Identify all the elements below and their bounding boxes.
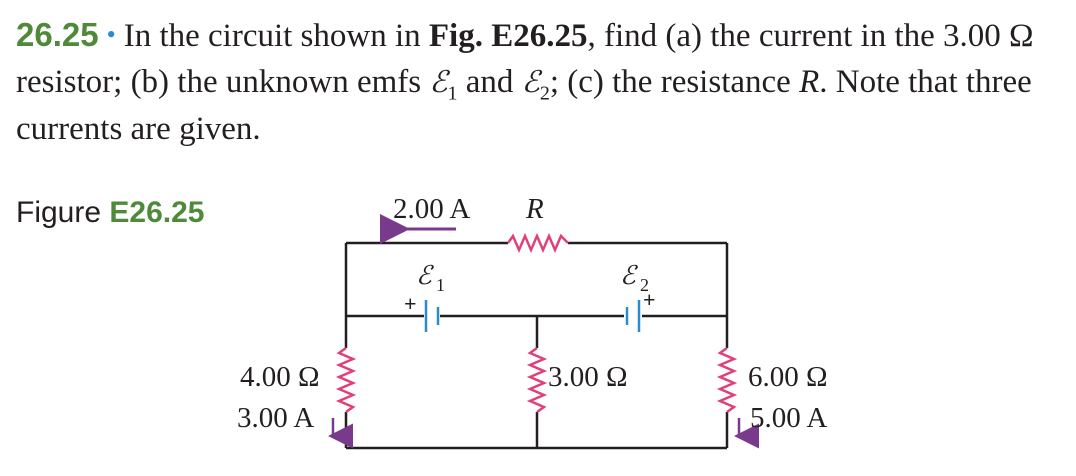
problem-text-4: . Note that three currents are given. xyxy=(16,64,1032,147)
problem-text-and: and xyxy=(457,64,522,100)
resistor-right xyxy=(716,346,738,414)
problem-text-3: ; (c) the resistance xyxy=(549,64,800,100)
left-resistance-label: 4.00 Ω xyxy=(240,361,320,393)
emf1-plus-sign: + xyxy=(404,291,417,316)
top-current-label: 2.00 A xyxy=(393,193,470,225)
circuit-wires xyxy=(344,241,729,450)
emf1-label: ℰ xyxy=(416,261,434,291)
emf2-plus-sign: + xyxy=(643,287,656,312)
emf2-symbol: ℰ xyxy=(521,65,540,100)
emf1-subscript: 1 xyxy=(447,82,458,105)
figure-caption-prefix: Figure xyxy=(16,196,110,229)
battery-emf2 xyxy=(625,300,641,332)
figure-caption: Figure E26.25 xyxy=(16,196,204,230)
figure-caption-id: E26.25 xyxy=(109,196,205,229)
resistance-symbol: R xyxy=(799,64,820,100)
battery-emf1 xyxy=(424,300,440,332)
figure-reference: Fig. E26.25 xyxy=(428,18,588,54)
problem-text-2: , find (a) the current in the 3.00 Ω res… xyxy=(16,18,1034,100)
problem-text-1: In the circuit shown in xyxy=(123,18,429,54)
right-resistance-label: 6.00 Ω xyxy=(748,361,828,393)
emf1-symbol: ℰ xyxy=(429,65,448,100)
emf2-label: ℰ xyxy=(620,261,638,291)
problem-statement: 26.25•In the circuit shown in Fig. E26.2… xyxy=(16,12,1072,152)
resistor-left xyxy=(335,346,357,414)
left-current-label: 3.00 A xyxy=(237,402,314,434)
right-current-label: 5.00 A xyxy=(750,402,827,434)
middle-resistance-label: 3.00 Ω xyxy=(548,361,628,393)
resistor-center xyxy=(526,346,548,414)
emf2-subscript: 2 xyxy=(539,82,550,105)
emf1-label-sub: 1 xyxy=(436,275,445,295)
problem-number: 26.25 xyxy=(16,16,99,53)
emf2-label-sub: 2 xyxy=(640,275,649,295)
resistor-R xyxy=(506,232,569,254)
resistor-R-label: R xyxy=(525,193,544,225)
difficulty-bullet: • xyxy=(106,20,116,49)
